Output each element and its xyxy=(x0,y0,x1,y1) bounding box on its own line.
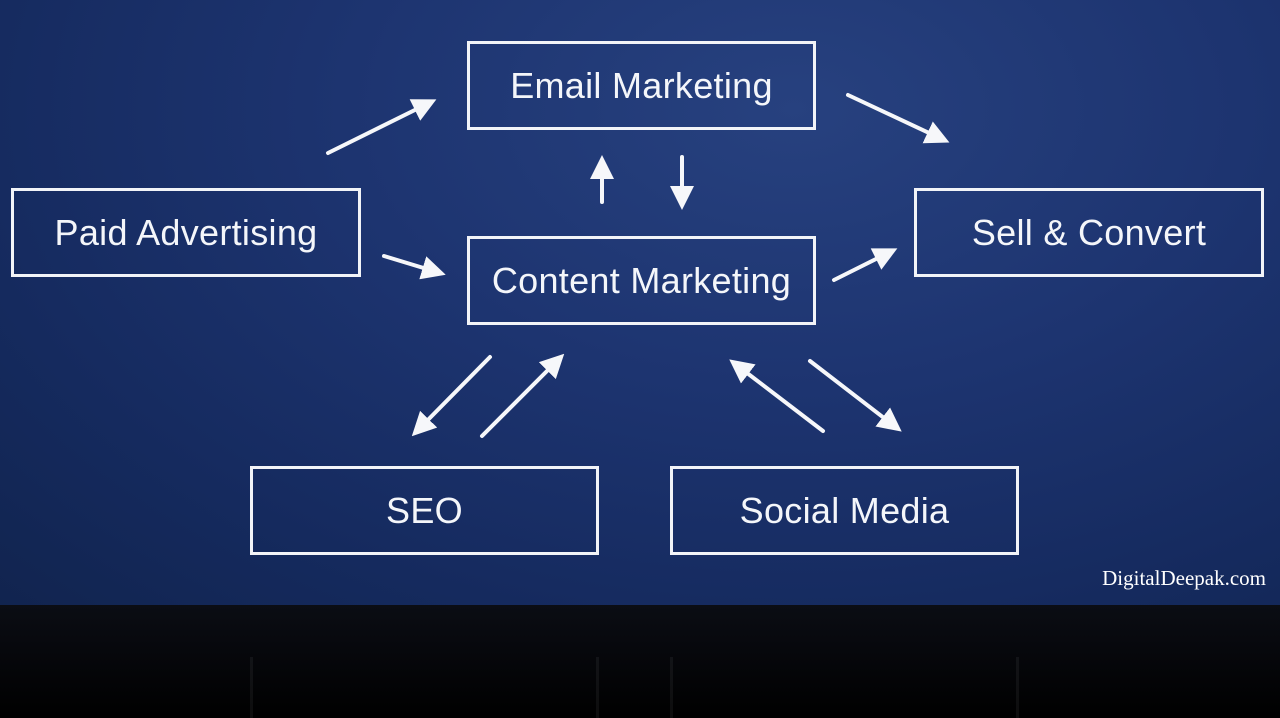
reflection-seo xyxy=(250,657,599,718)
node-social-media: Social Media xyxy=(670,466,1019,555)
node-paid-advertising: Paid Advertising xyxy=(11,188,361,277)
node-email-marketing: Email Marketing xyxy=(467,41,816,130)
watermark: DigitalDeepak.com xyxy=(1102,566,1266,590)
arrow-paid-to-email xyxy=(326,99,437,155)
arrow-email-to-sell xyxy=(846,93,950,144)
arrow-seo-to-content xyxy=(480,353,565,438)
node-content-marketing: Content Marketing xyxy=(467,236,816,325)
node-paid-advertising-label: Paid Advertising xyxy=(54,211,318,253)
slide-canvas: Email Marketing Paid Advertising Content… xyxy=(0,0,1280,605)
node-sell-convert-label: Sell & Convert xyxy=(971,211,1207,253)
node-social-media-label: Social Media xyxy=(739,489,950,531)
arrow-content-to-sell xyxy=(832,248,898,282)
node-email-marketing-label: Email Marketing xyxy=(510,64,773,106)
node-seo: SEO xyxy=(250,466,599,555)
arrow-content-to-social xyxy=(808,359,902,432)
arrow-social-to-content xyxy=(729,359,825,433)
node-sell-convert: Sell & Convert xyxy=(914,188,1264,277)
reflection-social-media xyxy=(670,657,1019,718)
arrows-layer xyxy=(326,93,950,438)
node-content-marketing-label: Content Marketing xyxy=(491,259,792,301)
arrow-paid-to-content xyxy=(382,254,446,280)
node-seo-label: SEO xyxy=(386,489,463,531)
reflection-floor xyxy=(0,605,1280,718)
arrow-content-to-seo xyxy=(411,355,492,437)
